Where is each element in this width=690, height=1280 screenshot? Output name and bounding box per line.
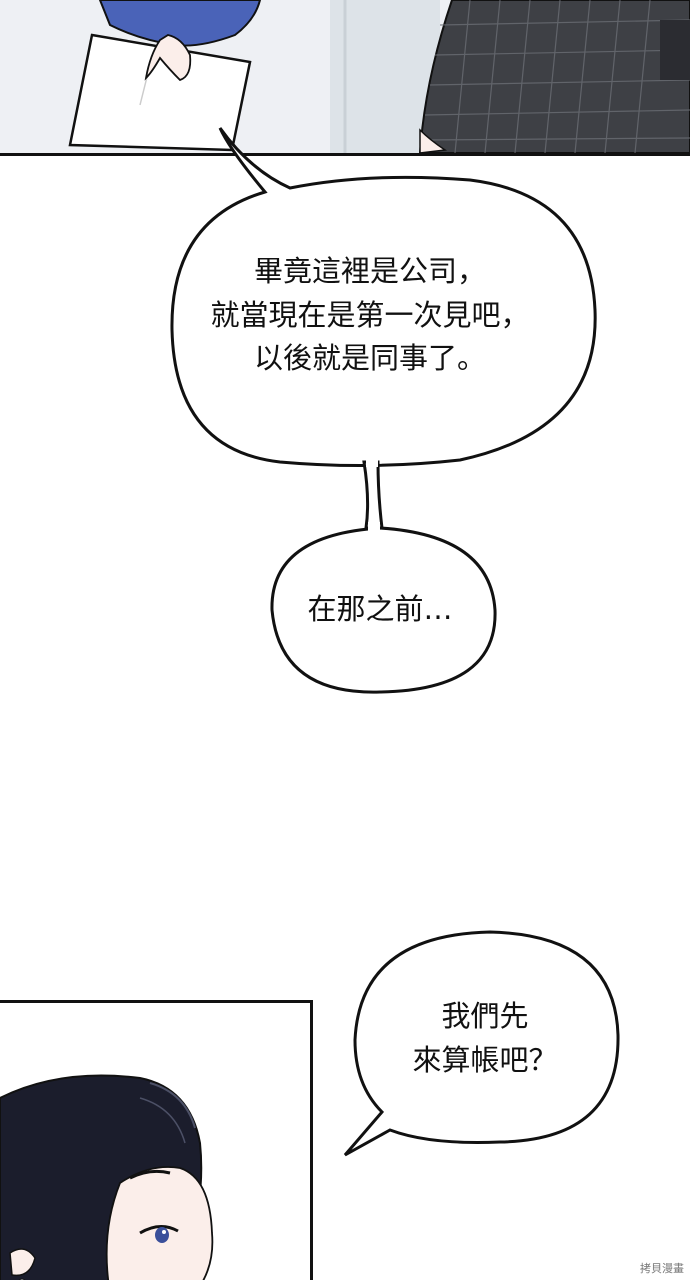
watermark: 拷貝漫畫	[640, 1262, 684, 1275]
bottom-panel	[0, 1000, 313, 1280]
bubble-text-2: 在那之前…	[270, 588, 490, 632]
bubble-1-line-3: 以後就是同事了。	[253, 341, 486, 375]
bubble-3-line-1: 我們先	[441, 999, 529, 1033]
speech-bubble-3	[343, 930, 620, 1157]
character-portrait	[0, 1003, 310, 1280]
bubble-1-line-2: 就當現在是第一次見吧，	[210, 297, 530, 332]
bubble-text-1: 畢竟這裡是公司， 就當現在是第一次見吧， 以後就是同事了。	[170, 250, 570, 381]
speech-bubble-1	[170, 127, 597, 468]
top-panel-art	[0, 0, 690, 153]
bubble-text-3: 我們先 來算帳吧？	[355, 995, 615, 1082]
bubble-connector	[362, 460, 384, 530]
bubble-2-line-1: 在那之前…	[307, 592, 453, 626]
bubble-3-line-2: 來算帳吧？	[412, 1042, 558, 1077]
speech-bubble-2	[270, 526, 497, 694]
top-panel	[0, 0, 690, 156]
bubble-1-line-1: 畢竟這裡是公司，	[253, 254, 486, 288]
